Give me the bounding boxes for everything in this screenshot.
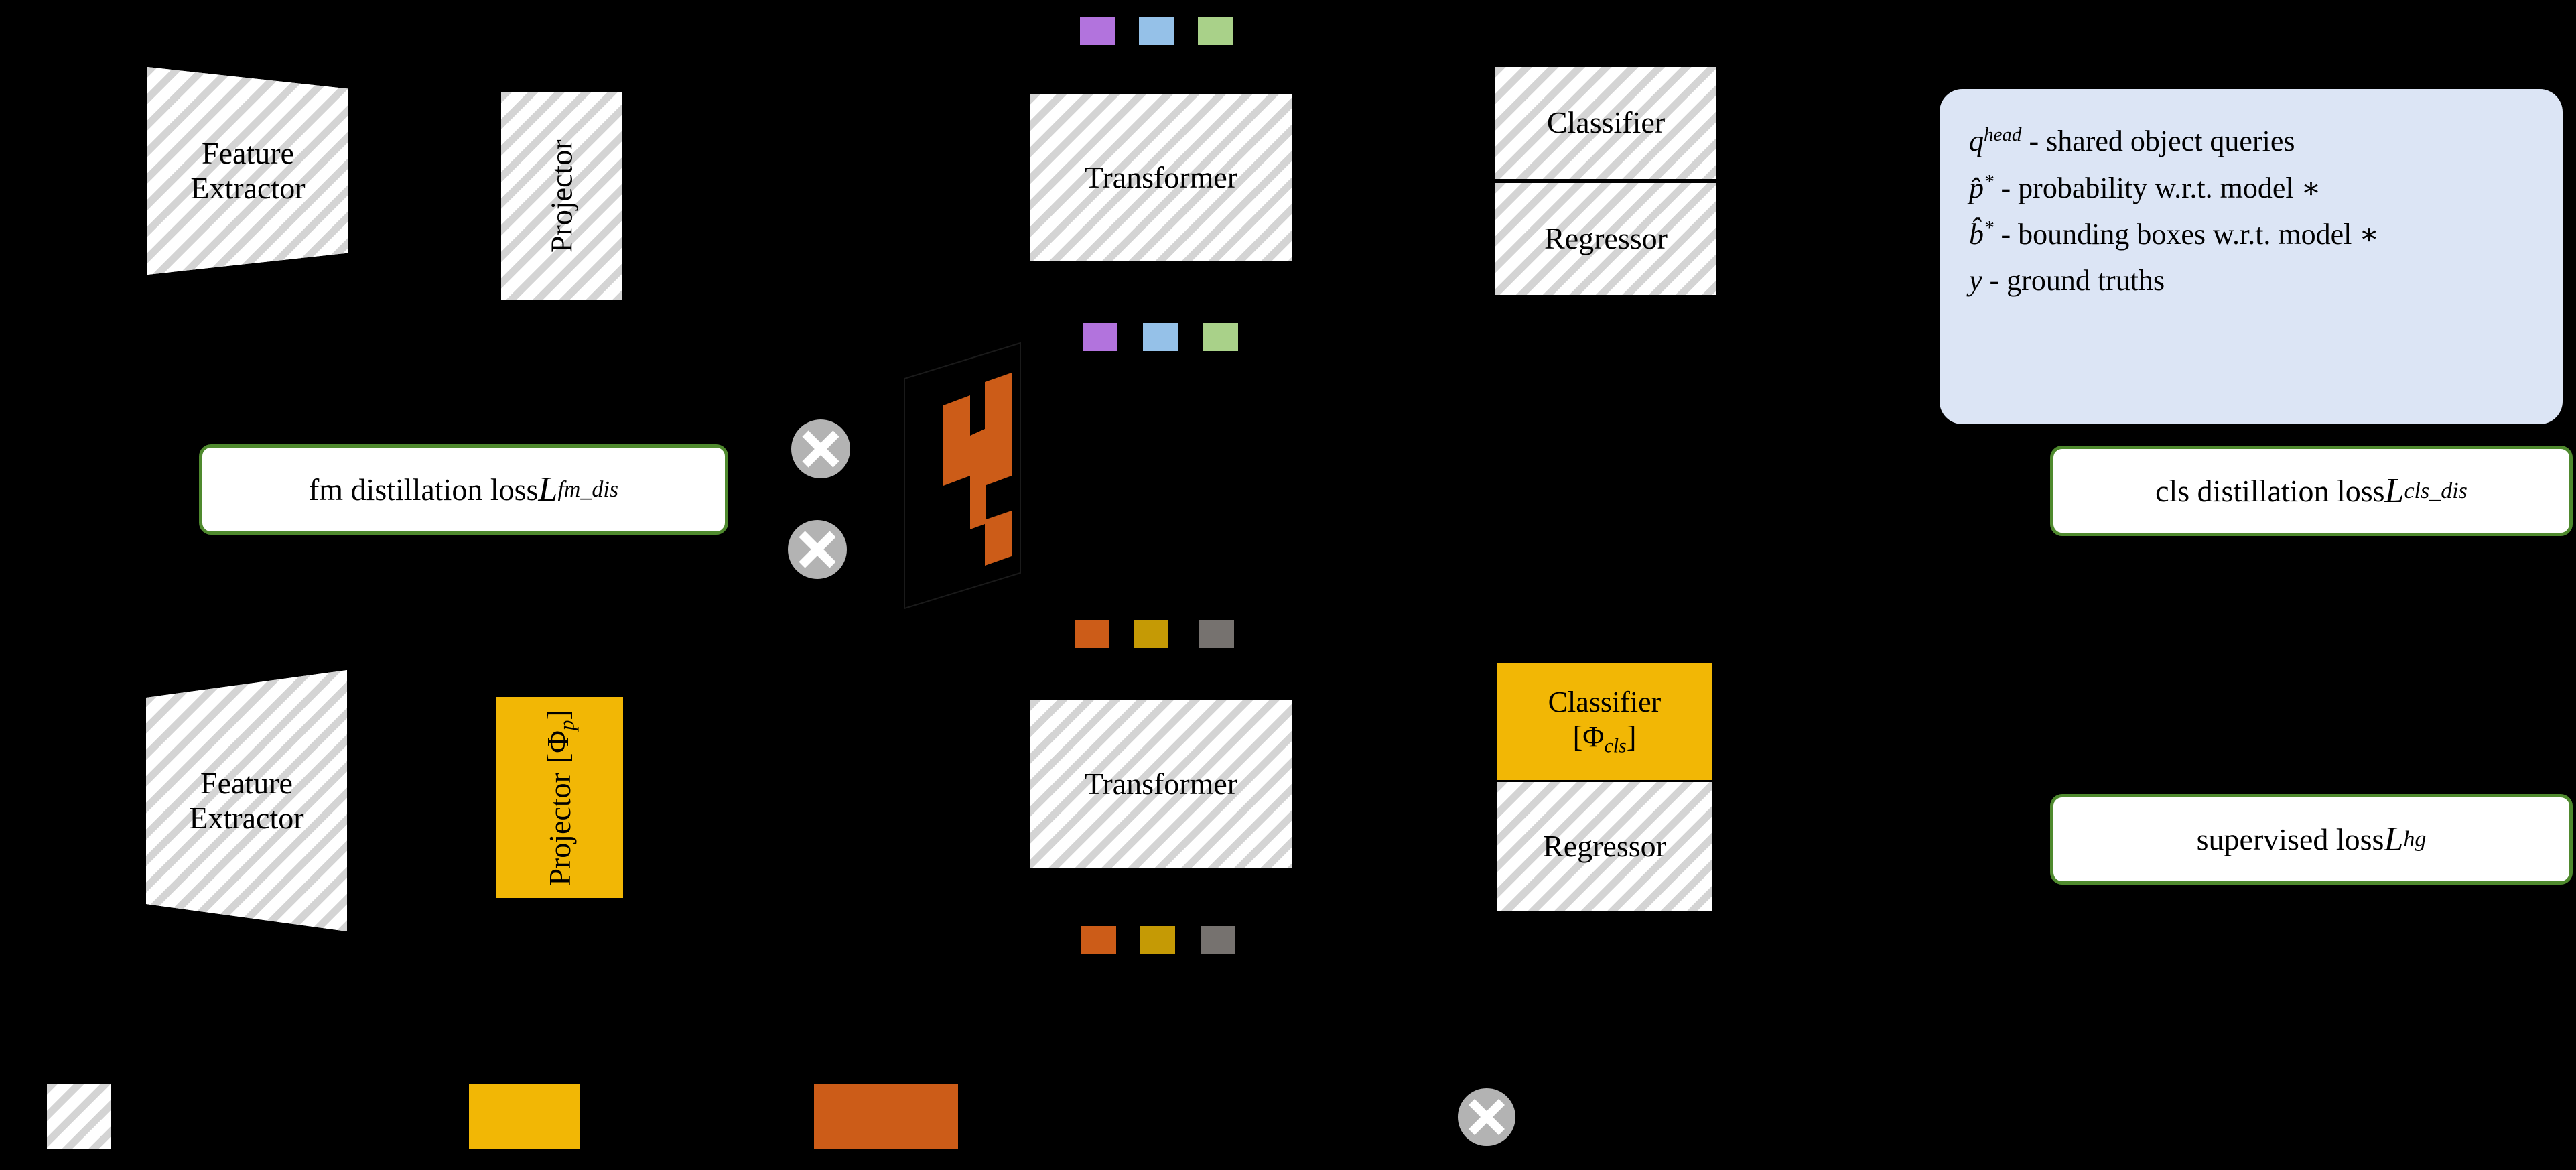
query-swatch-green-top[interactable] <box>1198 17 1233 45</box>
query-swatch-blue-top[interactable] <box>1139 17 1174 45</box>
student-classifier-param: [Φcls] <box>1572 720 1637 757</box>
student-transformer[interactable]: Transformer <box>1030 700 1292 868</box>
notation-symbol-p-hat: p̂ <box>1969 171 1984 204</box>
notation-callout: qhead - shared object queries p̂* - prob… <box>1940 89 2563 424</box>
notation-line-b: b̂* - bounding boxes w.r.t. model ∗ <box>1969 217 2533 252</box>
student-projector[interactable]: Projector [Φp] <box>496 697 623 898</box>
cls-distillation-loss-subscript: cls_dis <box>2404 478 2467 503</box>
fm-distillation-loss-symbol: L <box>538 470 558 509</box>
legend-swatch-orange <box>814 1084 958 1149</box>
legend-item-feature-map[interactable] <box>814 1084 975 1149</box>
teacher-projector-label: Projector <box>544 139 579 253</box>
notation-superscript-star-p: * <box>1984 170 1994 192</box>
supervised-loss-symbol: L <box>2384 820 2404 858</box>
teacher-regressor-label: Regressor <box>1544 221 1668 256</box>
legend-item-multiply-operator[interactable] <box>1457 1088 1534 1147</box>
notation-line-y: y - ground truths <box>1969 264 2533 298</box>
fm-distillation-loss-text: fm distillation loss <box>308 472 539 507</box>
query-swatch-purple-top[interactable] <box>1080 17 1115 45</box>
query-swatch-green-second[interactable] <box>1203 323 1238 351</box>
supervised-loss-text: supervised loss <box>2196 822 2384 856</box>
student-feature-extractor-line2: Extractor <box>189 801 304 835</box>
student-feature-extractor-line1: Feature <box>200 766 293 801</box>
fm-distillation-loss-subscript: fm_dis <box>557 476 619 502</box>
notation-line-q: qhead - shared object queries <box>1969 124 2533 159</box>
legend-swatch-yellow <box>469 1084 580 1149</box>
student-regressor-label: Regressor <box>1543 829 1666 864</box>
supervised-loss-subscript: hg <box>2403 826 2427 852</box>
teacher-feature-extractor-line2: Extractor <box>190 171 306 205</box>
notation-symbol-q: q <box>1969 125 1984 158</box>
student-projector-param-open: [Φ <box>540 730 575 763</box>
teacher-regressor[interactable]: Regressor <box>1495 181 1716 295</box>
student-classifier-param-open: [Φ <box>1572 720 1605 753</box>
token-swatch-gold-third[interactable] <box>1134 620 1168 648</box>
legend-multiply-operator-icon <box>1457 1088 1516 1147</box>
multiply-operator-bottom-icon[interactable] <box>787 519 848 580</box>
token-swatch-gold-bottom[interactable] <box>1140 926 1175 954</box>
student-projector-param-sub: p <box>555 720 579 730</box>
student-classifier-param-sub: cls <box>1604 734 1627 757</box>
student-head-stack[interactable]: Classifier [Φcls] Regressor <box>1497 663 1712 911</box>
notation-desc-y: - ground truths <box>1982 264 2165 298</box>
query-swatch-blue-second[interactable] <box>1143 323 1178 351</box>
notation-superscript-star-b: * <box>1984 217 1994 239</box>
notation-superscript-head: head <box>1984 124 2022 145</box>
student-classifier-param-close: ] <box>1626 720 1637 753</box>
student-projector-param-close: ] <box>540 709 575 720</box>
token-swatch-gray-bottom[interactable] <box>1201 926 1235 954</box>
teacher-feature-extractor[interactable]: Feature Extractor <box>147 67 348 275</box>
student-classifier[interactable]: Classifier [Φcls] <box>1497 663 1712 782</box>
teacher-head-stack[interactable]: Classifier Regressor <box>1495 67 1716 295</box>
token-swatch-orange-third[interactable] <box>1075 620 1109 648</box>
multiply-operator-top-icon[interactable] <box>791 419 851 479</box>
student-regressor[interactable]: Regressor <box>1497 781 1712 911</box>
notation-desc-q: - shared object queries <box>2021 125 2295 158</box>
notation-symbol-y: y <box>1969 264 1982 298</box>
query-swatch-purple-second[interactable] <box>1083 323 1117 351</box>
token-swatch-orange-bottom[interactable] <box>1081 926 1116 954</box>
student-projector-label: Projector <box>542 772 577 886</box>
student-transformer-label: Transformer <box>1084 767 1238 801</box>
feature-map-icon <box>904 342 1021 610</box>
student-feature-extractor[interactable]: Feature Extractor <box>146 670 347 931</box>
token-swatch-gray-third[interactable] <box>1199 620 1234 648</box>
student-classifier-label: Classifier <box>1548 685 1662 718</box>
notation-desc-p: - probability w.r.t. model ∗ <box>1993 171 2321 204</box>
teacher-transformer[interactable]: Transformer <box>1030 94 1292 261</box>
notation-desc-b: - bounding boxes w.r.t. model ∗ <box>1993 218 2380 251</box>
legend-swatch-hatch <box>47 1084 111 1149</box>
notation-symbol-b-hat: b̂ <box>1969 218 1984 251</box>
legend-item-learnable-module[interactable] <box>469 1084 597 1149</box>
teacher-feature-extractor-line1: Feature <box>202 136 294 171</box>
student-projector-param: [Φp] <box>541 710 579 763</box>
teacher-classifier[interactable]: Classifier <box>1495 67 1716 181</box>
teacher-transformer-label: Transformer <box>1084 160 1238 195</box>
teacher-projector[interactable]: Projector <box>501 92 622 300</box>
notation-line-p: p̂* - probability w.r.t. model ∗ <box>1969 171 2533 206</box>
teacher-classifier-label: Classifier <box>1546 105 1666 140</box>
cls-distillation-loss-symbol: L <box>2384 472 2404 510</box>
cls-distillation-loss-text: cls distillation loss <box>2155 474 2385 508</box>
legend-item-frozen-module[interactable] <box>47 1084 128 1149</box>
